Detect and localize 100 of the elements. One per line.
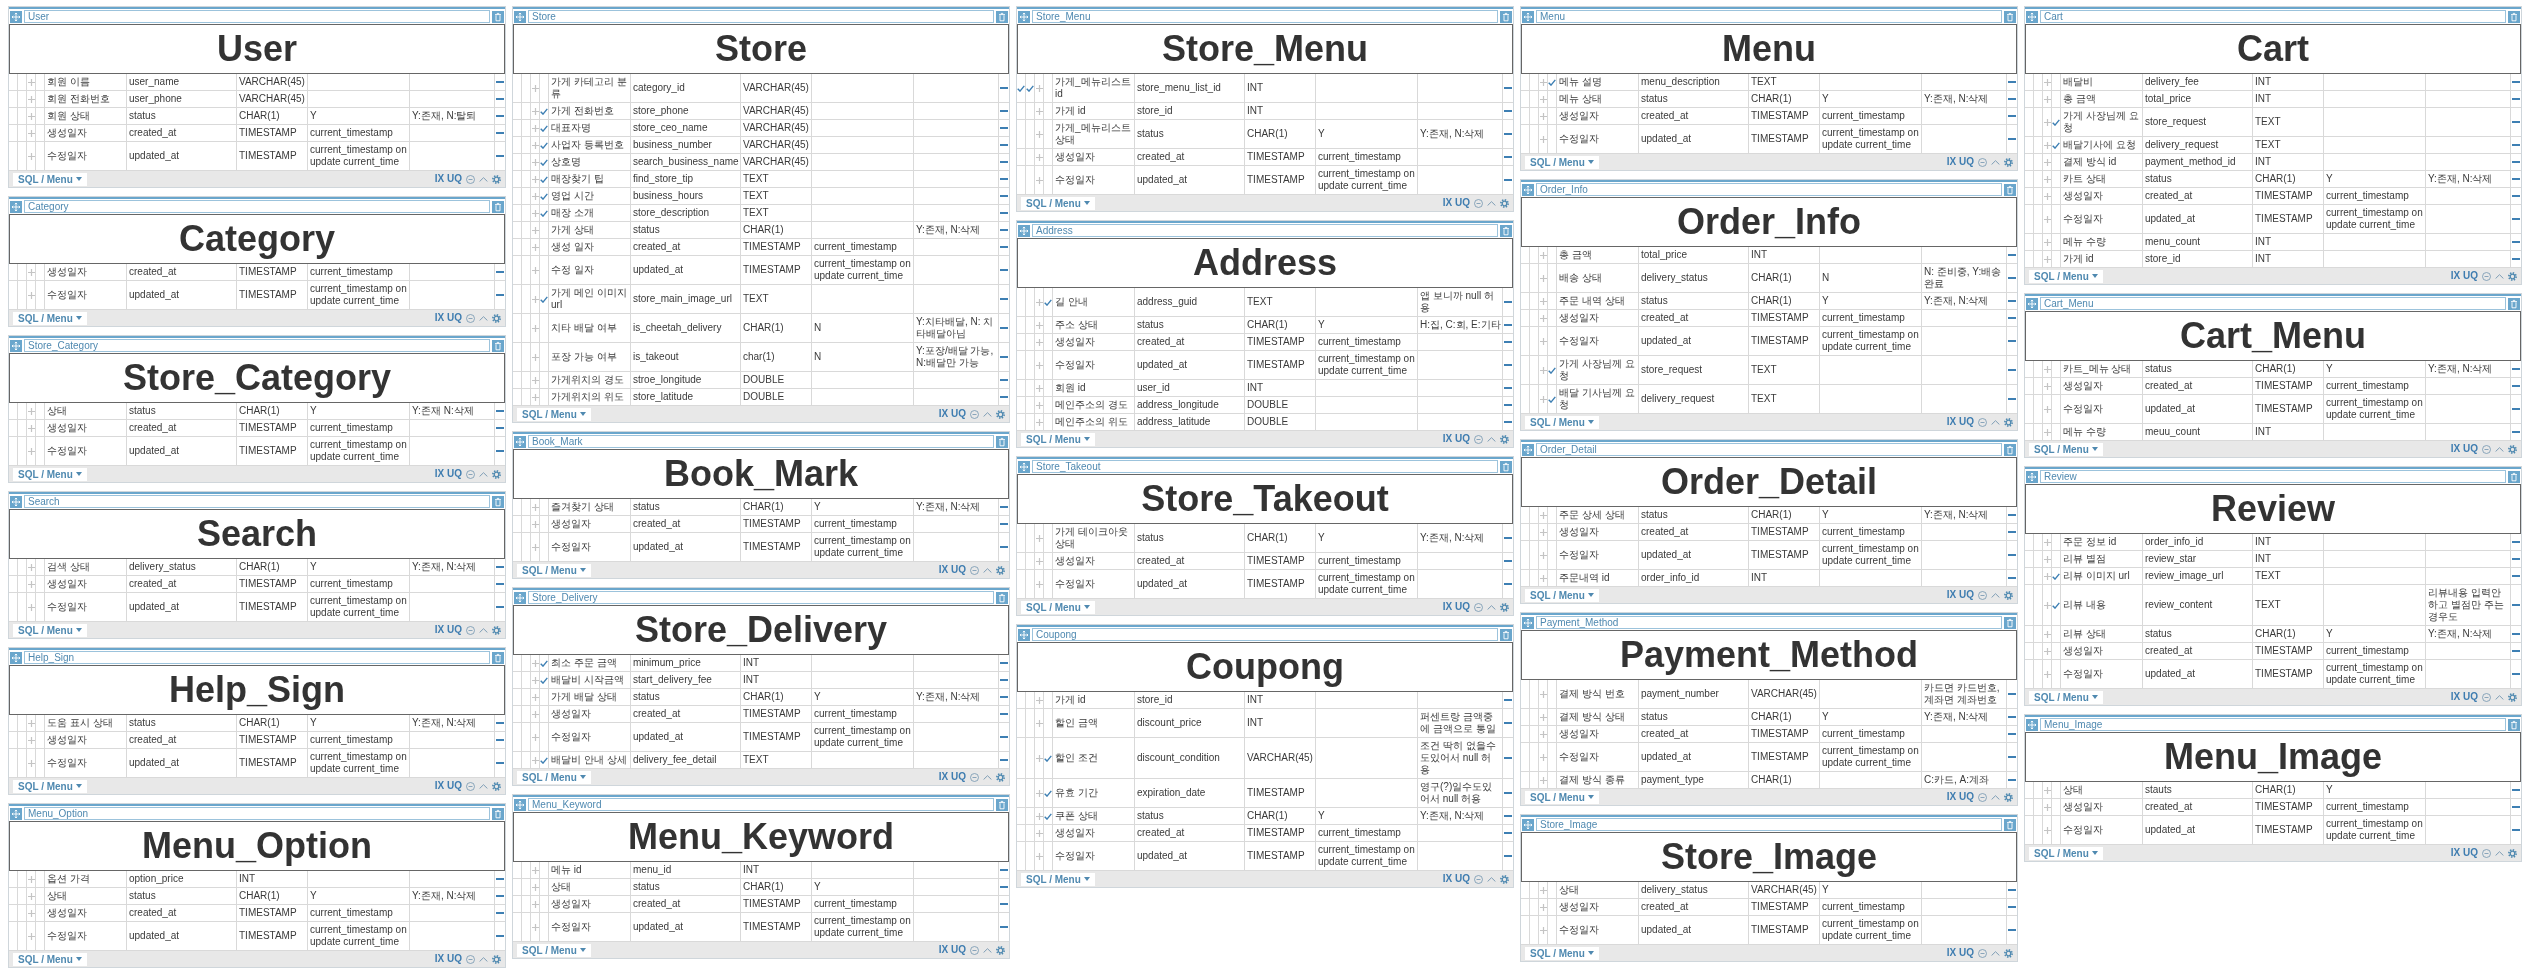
data-type: TIMESTAMP: [743, 731, 801, 743]
column-name: created_at: [1641, 312, 1689, 324]
table-row: [1017, 692, 1513, 709]
column-description: 상태: [1559, 884, 1579, 896]
data-type: TIMESTAMP: [2255, 213, 2313, 225]
data-type: TEXT: [1751, 76, 1777, 88]
column-description: 가게 id: [2063, 253, 2094, 265]
column-description: 수정일자: [1055, 174, 1095, 186]
column-description: 메뉴 수량: [2063, 236, 2106, 248]
table-window: [1016, 6, 1514, 212]
table-title: Order_Info: [1677, 204, 1861, 240]
column-name: user_phone: [129, 93, 182, 105]
column-name: created_at: [633, 898, 681, 910]
column-name: store_id: [1137, 694, 1173, 706]
column-comment: 영구(?)일수도있어서 null 허용: [1420, 781, 1494, 805]
data-type: TIMESTAMP: [1751, 751, 1809, 763]
default-value: current_timestamp: [2326, 801, 2409, 813]
column-description: 사업자 등록번호: [551, 139, 624, 151]
column-comment: Y:존재, N:삭제: [1924, 93, 1989, 105]
column-name: created_at: [2145, 645, 2193, 657]
data-type: TIMESTAMP: [1751, 312, 1809, 324]
table-row: [1521, 743, 2017, 772]
default-value: Y: [814, 691, 821, 703]
data-type: VARCHAR(45): [743, 122, 809, 134]
default-value: Y: [814, 501, 821, 513]
column-description: 회원 이름: [47, 76, 90, 88]
table-name-field: Order_Info: [1536, 183, 2002, 196]
default-value: N: [814, 351, 822, 363]
column-description: 가게 전화번호: [551, 105, 614, 117]
data-type: CHAR(1): [2255, 173, 2296, 185]
column-name: created_at: [129, 127, 177, 139]
table-row: [513, 188, 1009, 205]
column-name: status: [2145, 363, 2172, 375]
table-title: Book_Mark: [663, 456, 859, 492]
column-description: 수정일자: [47, 930, 87, 942]
column-description: 수정일자: [2063, 824, 2103, 836]
data-type: TIMESTAMP: [2255, 824, 2313, 836]
default-value: Y: [310, 110, 317, 122]
index-unique-toggles: IX UQ: [2450, 443, 2478, 455]
column-name: option_price: [129, 873, 184, 885]
sql-menu-tab: SQL / Menu: [517, 943, 591, 957]
column-description: 가게 배달 상태: [551, 691, 617, 703]
table-row: [513, 655, 1009, 672]
index-unique-toggles: IX UQ: [434, 953, 462, 965]
table-row: [1017, 334, 1513, 351]
sql-menu-tab: SQL / Menu: [2029, 442, 2103, 456]
table-row: [1521, 293, 2017, 310]
column-description: 할인 조건: [1055, 752, 1098, 764]
default-value: Y: [2326, 628, 2333, 640]
sql-menu-tab: SQL / Menu: [517, 770, 591, 784]
data-type: TEXT: [743, 293, 769, 305]
column-name: delivery_request: [1641, 393, 1715, 405]
table-window: [512, 794, 1010, 959]
column-name: address_guid: [1137, 296, 1198, 308]
data-type: INT: [2255, 426, 2272, 438]
table-window: [8, 803, 506, 968]
index-unique-toggles: IX UQ: [938, 944, 966, 956]
table-name-field: Search: [24, 495, 490, 508]
column-name: store_id: [2145, 253, 2181, 265]
column-description: 결제 방식 id: [2063, 156, 2117, 168]
data-type: CHAR(1): [1751, 711, 1792, 723]
data-type: CHAR(1): [1751, 295, 1792, 307]
column-name: status: [1641, 93, 1668, 105]
table-name-field: Review: [2040, 470, 2506, 483]
data-type: TIMESTAMP: [239, 734, 297, 746]
data-type: VARCHAR(45): [1751, 688, 1817, 700]
column-description: 리뷰 내용: [2063, 599, 2106, 611]
column-description: 배달비 안내 상세: [551, 754, 627, 766]
index-unique-toggles: IX UQ: [434, 173, 462, 185]
default-value: current_timestamp on update current_time: [2326, 397, 2424, 421]
data-type: CHAR(1): [239, 890, 280, 902]
data-type: TIMESTAMP: [1247, 827, 1305, 839]
table-row: [513, 516, 1009, 533]
column-description: 배달비 시작금액: [551, 674, 624, 686]
column-name: updated_at: [129, 601, 180, 613]
column-description: 매장찾기 팁: [551, 173, 604, 185]
data-type: CHAR(1): [1247, 532, 1288, 544]
column-comment: Y:존재, N:삭제: [412, 717, 477, 729]
column-description: 포장 가능 여부: [551, 351, 617, 363]
table-row: [9, 420, 505, 437]
column-description: 수정일자: [551, 921, 591, 933]
data-type: CHAR(1): [1751, 509, 1792, 521]
column-description: 길 안내: [1055, 296, 1088, 308]
column-name: store_menu_list_id: [1137, 82, 1221, 94]
column-comment: Y:존재, N:삭제: [412, 561, 477, 573]
column-comment: C:카드, A:계좌: [1924, 774, 1989, 786]
data-type: DOUBLE: [743, 374, 785, 386]
data-type: TIMESTAMP: [2255, 380, 2313, 392]
table-window: [2024, 293, 2522, 458]
default-value: Y: [2326, 363, 2333, 375]
default-value: current_timestamp: [1822, 728, 1905, 740]
column-name: store_main_image_url: [633, 293, 732, 305]
sql-menu-tab: SQL / Menu: [2029, 690, 2103, 704]
column-name: stroe_longitude: [633, 374, 702, 386]
data-type: CHAR(1): [239, 110, 280, 122]
column-name: status: [633, 881, 660, 893]
default-value: current_timestamp on update current_time: [814, 915, 912, 939]
column-name: updated_at: [129, 150, 180, 162]
column-description: 가게위치의 경도: [551, 374, 624, 386]
column-description: 생성일자: [47, 422, 87, 434]
